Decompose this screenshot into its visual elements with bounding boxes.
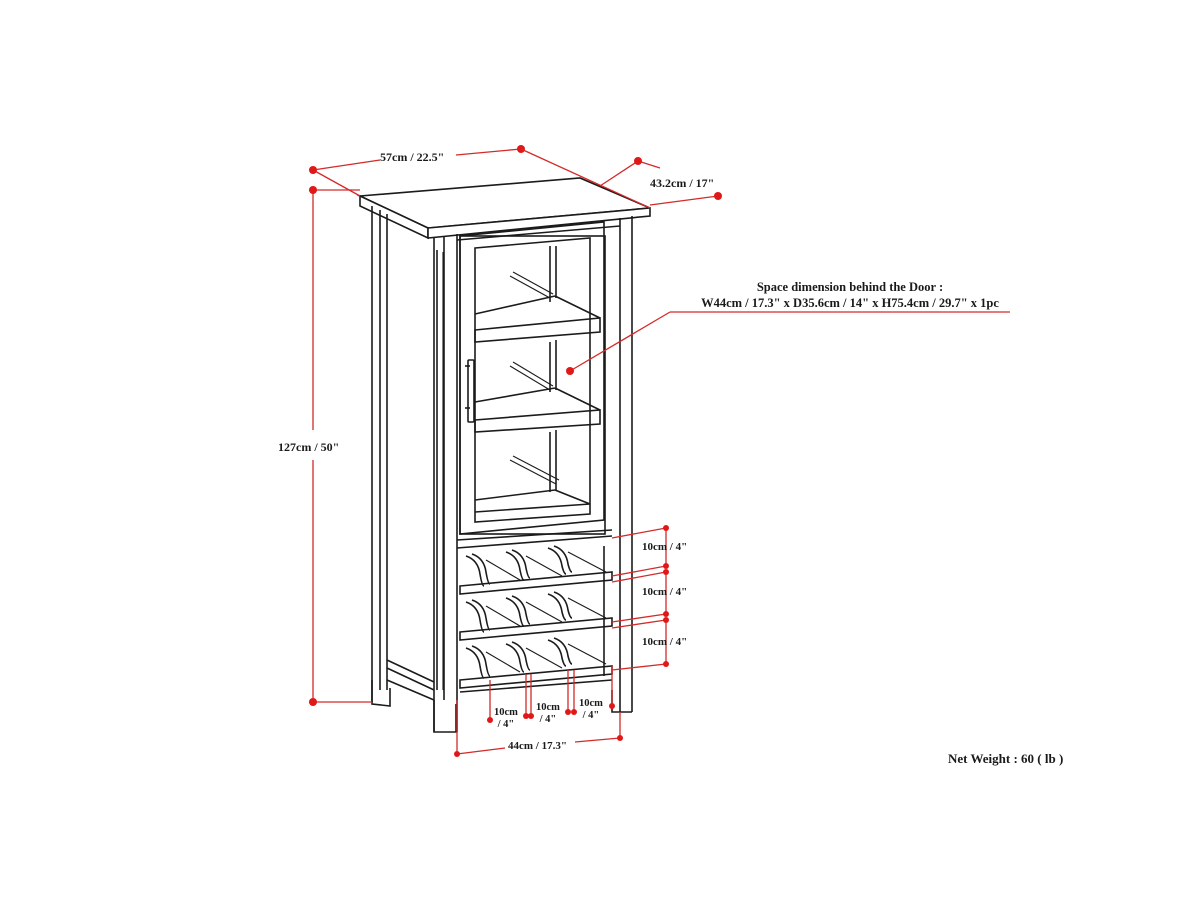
door-space-heading: Space dimension behind the Door : xyxy=(756,280,944,294)
door-handle xyxy=(465,359,475,423)
wine-rack xyxy=(456,529,613,693)
bottle-slot-2-imperial: / 4" xyxy=(539,714,557,726)
rack-spacing-label-3: 10cm / 4" xyxy=(642,636,688,648)
glass-door xyxy=(459,221,606,535)
inner-width-dimension xyxy=(454,700,623,757)
bottle-slot-3-imperial: / 4" xyxy=(582,710,600,722)
height-label: 127cm / 50" xyxy=(278,440,340,454)
height-dimension xyxy=(309,186,372,706)
door-space-leader xyxy=(566,311,1010,375)
bottle-slot-dimensions xyxy=(487,666,615,723)
bottle-slot-label-1: 10cm / 4" xyxy=(494,707,518,731)
rack-spacing-label-1: 10cm / 4" xyxy=(642,541,688,553)
bottle-slot-label-2: 10cm / 4" xyxy=(536,702,560,726)
cabinet-top xyxy=(356,177,651,240)
cabinet-left-side xyxy=(371,206,457,733)
inner-width-label: 44cm / 17.3" xyxy=(508,740,567,752)
bottle-slot-2-metric: 10cm xyxy=(536,702,560,713)
bottle-slot-1-metric: 10cm xyxy=(494,707,518,718)
bottle-slot-1-imperial: / 4" xyxy=(497,719,515,731)
width-dimension xyxy=(309,145,525,197)
door-space-value: W44cm / 17.3" x D35.6cm / 14" x H75.4cm … xyxy=(701,296,999,311)
width-label: 57cm / 22.5" xyxy=(380,150,445,164)
depth-label: 43.2cm / 17" xyxy=(650,176,715,190)
door-space-note: Space dimension behind the Door : W44cm … xyxy=(690,279,1010,312)
rack-spacing-label-2: 10cm / 4" xyxy=(642,586,688,598)
rack-spacing-dimensions xyxy=(611,525,669,671)
cabinet-front-frame xyxy=(443,216,633,732)
depth-dimension xyxy=(520,148,722,209)
net-weight-label: Net Weight : 60 ( lb ) xyxy=(948,751,1064,766)
bottle-slot-3-metric: 10cm xyxy=(579,698,603,709)
bottle-slot-label-3: 10cm / 4" xyxy=(579,698,603,722)
